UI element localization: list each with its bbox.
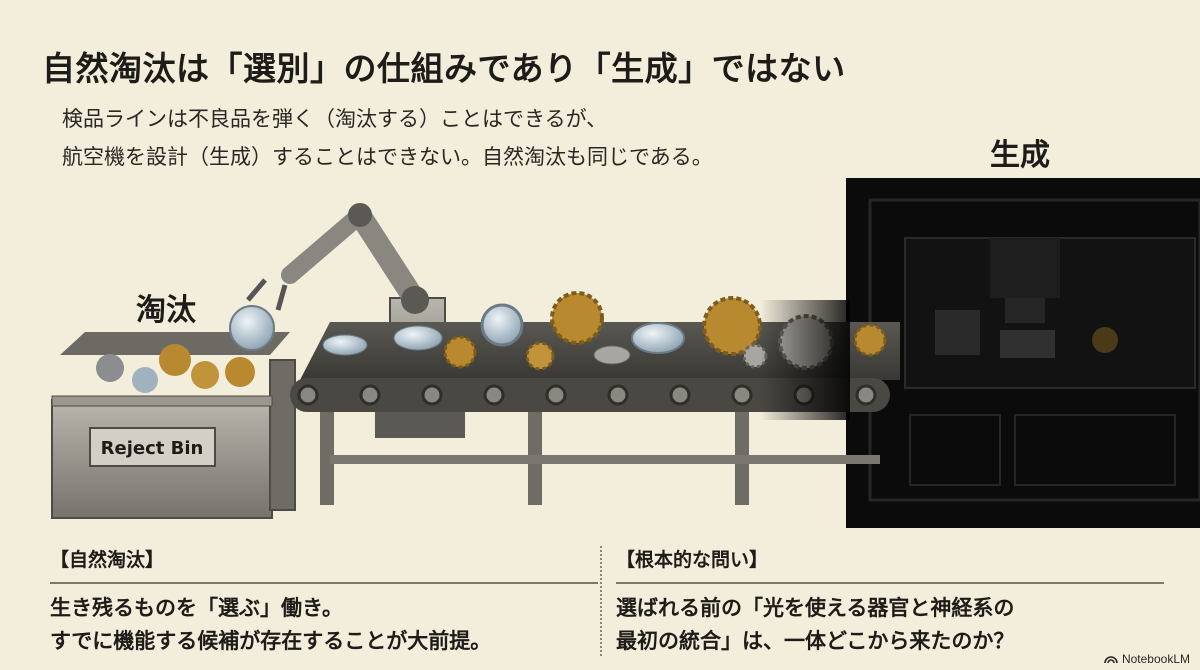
generation-machine (846, 178, 1200, 528)
conveyor-roller (855, 384, 877, 406)
fundamental-question-line-1: 選ばれる前の「光を使える器官と神経系の (616, 596, 1015, 620)
page-title: 自然淘汰は「選別」の仕組みであり「生成」ではない (42, 49, 846, 88)
conveyor-roller (421, 384, 443, 406)
conveyor-roller (607, 384, 629, 406)
brand-footer: NotebookLM (1104, 652, 1190, 666)
culling-label: 淘汰 (136, 293, 196, 328)
conveyor-roller (483, 384, 505, 406)
notebooklm-logo-icon (1104, 656, 1118, 664)
heading-rule (616, 582, 1164, 584)
natural-selection-line-1: 生き残るものを「選ぶ」働き。 (50, 596, 343, 620)
natural-selection-line-2: すでに機能する候補が存在することが大前提。 (50, 629, 492, 653)
conveyor-roller (359, 384, 381, 406)
subtitle-line-2: 航空機を設計（生成）することはできない。自然淘汰も同じである。 (62, 145, 713, 169)
factory-illustration: Reject Bin (51, 178, 1200, 528)
brand-name: NotebookLM (1121, 652, 1190, 666)
natural-selection-panel: 【自然淘汰】 生き残るものを「選ぶ」働き。 すでに機能する候補が存在することが大… (50, 545, 598, 658)
conveyor-roller (545, 384, 567, 406)
panel-divider (600, 546, 602, 656)
reject-bin: Reject Bin (51, 332, 296, 519)
fundamental-question-heading: 【根本的な問い】 (616, 549, 769, 571)
subtitle-line-1: 検品ラインは不良品を弾く（淘汰する）ことはできるが、 (62, 107, 608, 131)
natural-selection-heading: 【自然淘汰】 (50, 549, 165, 571)
subtitle: 検品ラインは不良品を弾く（淘汰する）ことはできるが、 航空機を設計（生成）するこ… (62, 100, 713, 176)
fundamental-question-panel: 【根本的な問い】 選ばれる前の「光を使える器官と神経系の 最初の統合」は、一体ど… (616, 545, 1164, 658)
reject-bin-label: Reject Bin (101, 438, 204, 459)
conveyor-roller (669, 384, 691, 406)
generation-label: 生成 (990, 138, 1050, 173)
conveyor-roller (297, 384, 319, 406)
conveyor-roller (731, 384, 753, 406)
fundamental-question-line-2: 最初の統合」は、一体どこから来たのか？ (616, 629, 1015, 653)
heading-rule (50, 582, 598, 584)
